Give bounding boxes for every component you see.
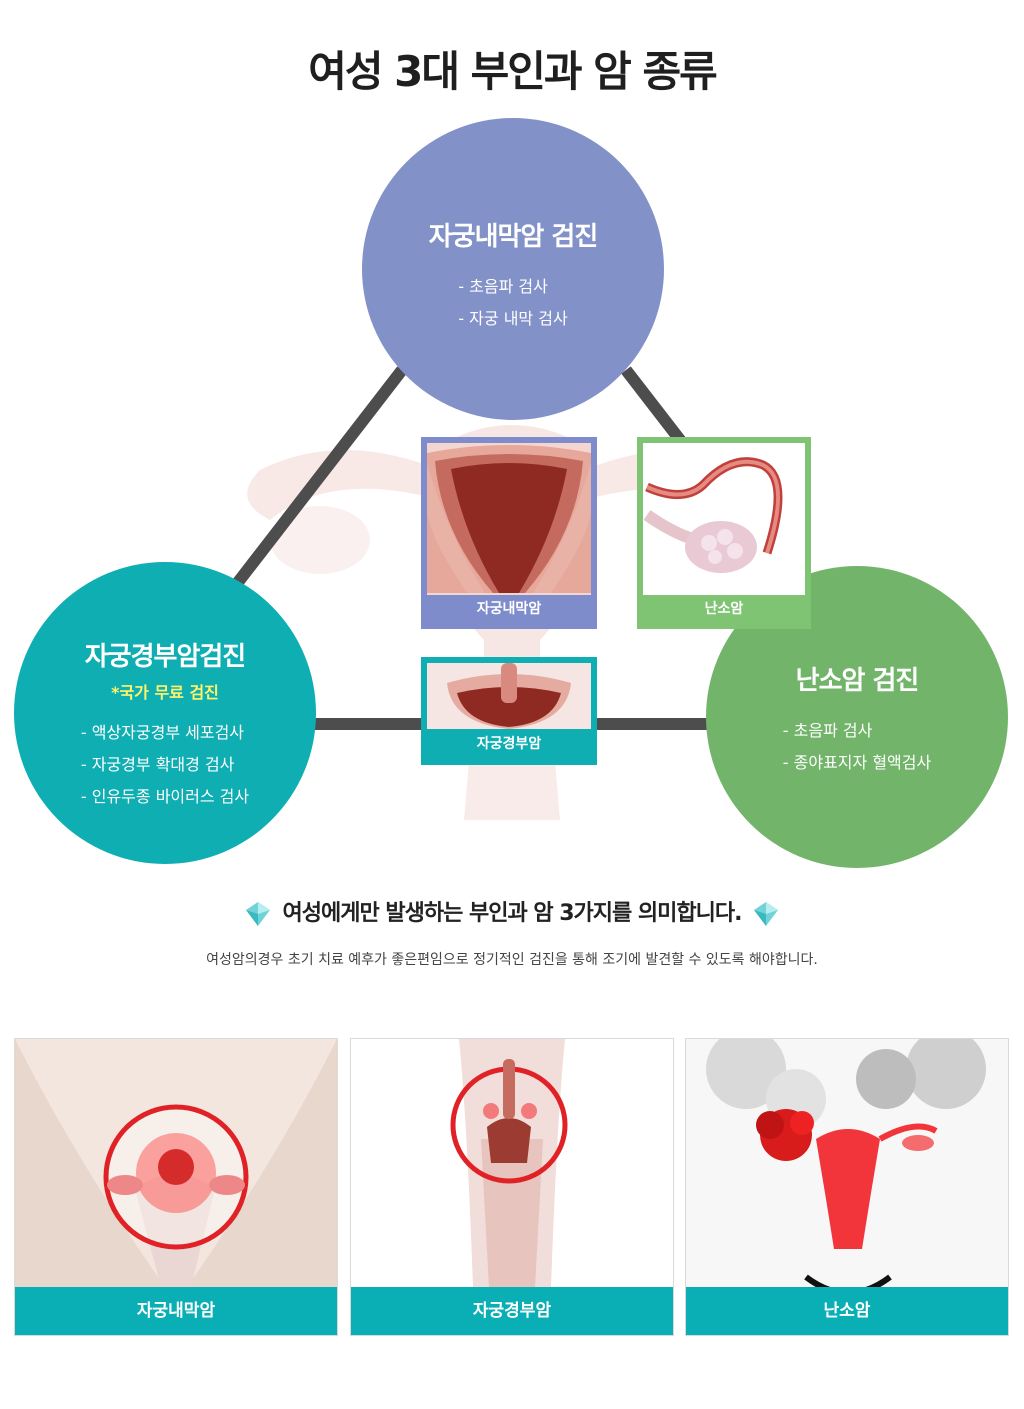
ovary-image [643, 443, 805, 595]
list-item: 인유두종 바이러스 검사 [81, 781, 249, 813]
cervical-cancer-label: 자궁경부암 [427, 729, 591, 759]
ovarian-exam-list: 초음파 검사 종야표지자 혈액검사 [783, 715, 932, 779]
list-item: 초음파 검사 [783, 715, 931, 747]
ovarian-cancer-label: 난소암 [643, 595, 805, 623]
list-item: 자궁 내막 검사 [458, 303, 568, 335]
diamond-icon [246, 902, 271, 926]
endometrial-exam-circle: 자궁내막암 검진 초음파 검사 자궁 내막 검사 [362, 118, 664, 420]
ovarian-illustration [686, 1039, 1008, 1287]
list-item: 종야표지자 혈액검사 [783, 747, 932, 779]
endometrial-cancer-label: 자궁내막암 [427, 595, 591, 623]
card-cervical: 자궁경부암 [350, 1038, 674, 1336]
card-label: 난소암 [686, 1287, 1008, 1335]
cervical-exam-title: 자궁경부암검진 [84, 642, 246, 672]
endometrial-illustration [15, 1039, 337, 1287]
subheading-text: 여성에게만 발생하는 부인과 암 3가지를 의미합니다. [282, 901, 742, 926]
endometrial-exam-list: 초음파 검사 자궁 내막 검사 [458, 271, 568, 335]
list-item: 액상자궁경부 세포검사 [81, 717, 249, 749]
cervical-illustration [351, 1039, 673, 1287]
uterus-cross-section-image [427, 443, 591, 595]
ovarian-cancer-box: 난소암 [637, 437, 811, 629]
card-label: 자궁내막암 [15, 1287, 337, 1335]
card-endometrial: 자궁내막암 [14, 1038, 338, 1336]
list-item: 자궁경부 확대경 검사 [81, 749, 249, 781]
subheading: 여성에게만 발생하는 부인과 암 3가지를 의미합니다. [0, 895, 1024, 928]
description-text: 여성암의경우 초기 치료 예후가 좋은편임으로 정기적인 검진을 통해 조기에 … [206, 952, 818, 968]
list-item: 초음파 검사 [458, 271, 567, 303]
cervical-cancer-box: 자궁경부암 [421, 657, 597, 765]
card-ovarian: 난소암 [685, 1038, 1009, 1336]
card-label: 자궁경부암 [351, 1287, 673, 1335]
free-exam-note: *국가 무료 검진 [111, 683, 219, 702]
cervical-exam-list: 액상자궁경부 세포검사 자궁경부 확대경 검사 인유두종 바이러스 검사 [81, 717, 249, 813]
page-title: 여성 3대 부인과 암 종류 [308, 47, 717, 96]
endometrial-exam-title: 자궁내막암 검진 [428, 222, 599, 252]
line-top-left [227, 366, 407, 594]
endometrial-cancer-box: 자궁내막암 [421, 437, 597, 629]
diamond-icon [753, 902, 778, 926]
cervix-image [427, 663, 591, 729]
cervical-exam-circle: 자궁경부암검진 *국가 무료 검진 액상자궁경부 세포검사 자궁경부 확대경 검… [14, 562, 316, 864]
ovarian-exam-title: 난소암 검진 [795, 666, 920, 696]
